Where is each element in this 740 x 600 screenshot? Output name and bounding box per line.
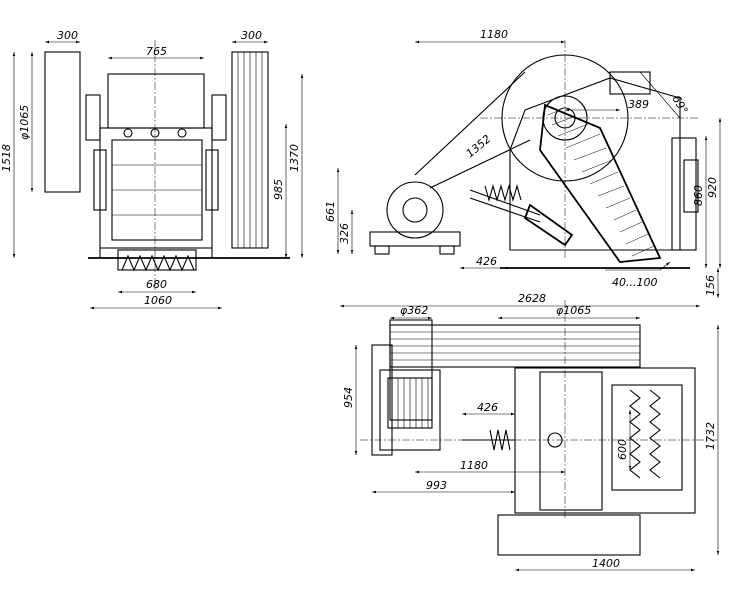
motor-pulley <box>44 51 81 193</box>
dim-motor-offset: 993 <box>426 479 447 492</box>
dim-base-width: 1060 <box>144 294 172 307</box>
dim-belt-span: 1352 <box>464 132 494 160</box>
dim-frame-length: 1400 <box>592 557 620 570</box>
dim-motor-pulley-diameter: φ362 <box>400 304 428 317</box>
dim-mouth-length: 600 <box>616 439 629 460</box>
dim-discharge-height: 156 <box>704 275 717 296</box>
dim-motor-pulley-width: 300 <box>57 29 78 42</box>
side-frame <box>509 77 681 251</box>
dim-motor-shaft-height: 661 <box>324 201 337 222</box>
dim-flywheel-diameter: φ1065 <box>556 304 591 317</box>
plan-frame <box>514 367 696 514</box>
crusher-top-housing <box>107 73 205 129</box>
side-view: 1180 389 69° 1352 920 860 156 661 326 42… <box>324 28 722 298</box>
dim-height-985: 985 <box>272 179 285 200</box>
front-view: 300 765 300 1518 φ1065 1370 985 680 1060 <box>0 29 304 310</box>
plan-view: 2628 φ362 φ1065 954 426 1180 993 600 173… <box>340 292 720 572</box>
dim-motor-depth: 954 <box>342 387 355 408</box>
crusher-body <box>99 127 213 249</box>
dim-height-920: 920 <box>706 177 719 198</box>
dim-mouth-width: 680 <box>146 278 167 291</box>
dim-overall-length: 2628 <box>518 292 546 305</box>
dim-shaft-offset: 1180 <box>480 28 508 41</box>
dim-height-1370: 1370 <box>288 144 301 172</box>
plan-motor <box>379 369 441 451</box>
dim-height-860: 860 <box>692 185 705 206</box>
dim-center-distance: 1180 <box>460 459 488 472</box>
plan-flywheel-block <box>497 514 641 556</box>
dim-base-height: 326 <box>338 223 351 244</box>
dim-shaft-to-front: 389 <box>628 98 649 111</box>
side-motor-pulley <box>386 181 444 239</box>
dim-overall-width: 1732 <box>704 422 717 450</box>
dim-overall-height: 1518 <box>0 144 13 172</box>
dim-spring-offset-plan: 426 <box>477 401 498 414</box>
dim-body-width: 765 <box>146 45 167 58</box>
dim-spring-offset-side: 426 <box>476 255 497 268</box>
dim-discharge-gap: 40...100 <box>612 276 657 289</box>
dim-angle: 69° <box>669 93 690 116</box>
dim-pulley-diameter: φ1065 <box>18 105 31 140</box>
dim-flywheel-width: 300 <box>241 29 262 42</box>
